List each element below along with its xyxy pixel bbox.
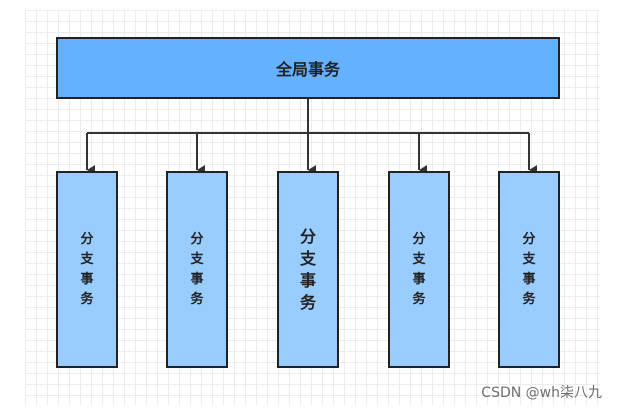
branch-label-3: 分支事务 — [300, 226, 317, 312]
branch-label-1: 分支事务 — [80, 231, 94, 307]
branch-label-4: 分支事务 — [412, 231, 426, 307]
branch-label-5: 分支事务 — [522, 231, 536, 307]
branch-transaction-node-2: 分支事务 — [166, 171, 228, 368]
branch-label-2: 分支事务 — [190, 231, 204, 307]
global-transaction-label: 全局事务 — [275, 60, 340, 79]
csdn-watermark: CSDN @wh柒八九 — [481, 385, 602, 401]
branch-transaction-node-1: 分支事务 — [56, 171, 118, 368]
global-transaction-node: 全局事务 — [56, 37, 560, 99]
branch-transaction-node-4: 分支事务 — [388, 171, 450, 368]
branch-transaction-node-5: 分支事务 — [498, 171, 560, 368]
branch-transaction-node-3: 分支事务 — [277, 171, 339, 368]
